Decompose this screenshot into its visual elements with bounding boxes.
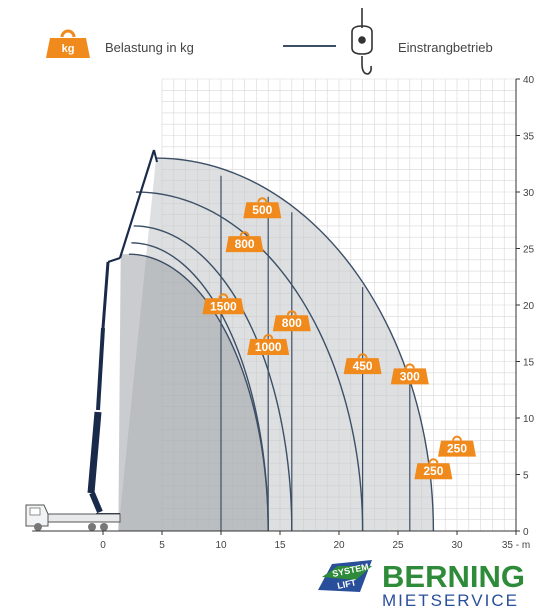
load-handle bbox=[218, 293, 229, 299]
y-tick-label: 0 bbox=[523, 527, 529, 538]
load-weight-icon bbox=[272, 315, 311, 332]
load-value: 800 bbox=[282, 316, 302, 330]
load-handle bbox=[357, 353, 368, 359]
load-label-500: 500 bbox=[243, 197, 282, 219]
load-weight-icon bbox=[225, 236, 264, 253]
x-tick-label: 5 bbox=[159, 540, 165, 551]
y-tick-label: 5 bbox=[523, 471, 529, 482]
legend-load-label: Belastung in kg bbox=[105, 40, 194, 55]
load-weight-icon bbox=[243, 202, 282, 219]
load-value: 450 bbox=[353, 359, 373, 373]
berning-logo: SYSTEM LIFT BERNING MIETSERVICE bbox=[318, 559, 525, 610]
y-tick-label: 35 bbox=[523, 132, 535, 143]
load-handle bbox=[452, 435, 462, 441]
load-weight-icon bbox=[438, 440, 476, 457]
x-tick-label: 0 bbox=[100, 540, 106, 551]
envelope-curve-1000 bbox=[131, 242, 269, 532]
load-value: 800 bbox=[235, 237, 255, 251]
envelope-curve-300 bbox=[156, 157, 435, 532]
envelope-curve-500 bbox=[136, 191, 364, 532]
load-label-450: 450 bbox=[343, 353, 382, 375]
reach-lines bbox=[220, 175, 411, 531]
load-value: 250 bbox=[447, 442, 467, 456]
load-handle bbox=[286, 310, 297, 316]
load-weight-icon bbox=[247, 338, 290, 355]
y-tick-label: 25 bbox=[523, 245, 535, 256]
load-weight-icon bbox=[343, 358, 382, 375]
x-tick-label: 25 bbox=[392, 540, 404, 551]
load-weight-icon bbox=[414, 463, 453, 480]
y-tick-label: 40 bbox=[523, 75, 535, 86]
load-curves bbox=[128, 157, 435, 532]
load-label-1500: 1500 bbox=[202, 293, 245, 315]
load-label-300: 300 bbox=[390, 363, 429, 385]
load-handle bbox=[428, 458, 439, 464]
y-tick-label: 30 bbox=[523, 188, 535, 199]
y-tick-label: 10 bbox=[523, 414, 535, 425]
load-weight-icon bbox=[202, 298, 245, 315]
x-tick-label: 15 bbox=[274, 540, 286, 551]
y-tick-label: 15 bbox=[523, 358, 535, 369]
legend-kg-badge: kg bbox=[62, 43, 75, 55]
load-label-800: 800 bbox=[225, 231, 264, 253]
load-value: 300 bbox=[400, 369, 420, 383]
legend-line-label: Einstrangbetrieb bbox=[398, 40, 493, 55]
badge-bottom-text: LIFT bbox=[336, 577, 357, 591]
brand-name: BERNING bbox=[382, 559, 525, 594]
legend-weight-icon: kg bbox=[46, 29, 90, 58]
load-label-800: 800 bbox=[272, 310, 311, 332]
load-label-1000: 1000 bbox=[247, 333, 290, 355]
truck-icon bbox=[25, 504, 121, 531]
system-lift-badge: SYSTEM LIFT bbox=[318, 560, 372, 592]
brand-subtitle: MIETSERVICE bbox=[382, 591, 519, 610]
load-handle bbox=[404, 363, 415, 369]
legend: kg Belastung in kg Einstrangbetrieb bbox=[46, 8, 493, 75]
envelope-curve-800 bbox=[133, 225, 293, 532]
x-tick-label: 35 - m bbox=[502, 540, 530, 551]
x-tick-label: 20 bbox=[333, 540, 345, 551]
load-value: 1000 bbox=[255, 340, 282, 354]
y-tick-label: 20 bbox=[523, 301, 535, 312]
load-handle bbox=[257, 197, 268, 203]
envelope-inner bbox=[118, 254, 269, 531]
load-handle bbox=[263, 333, 274, 340]
axes: 0 5 10 15 20 25 30 35 - m 0 5 10 15 20 25 30 35 40 bbox=[32, 75, 535, 551]
load-label-250: 250 bbox=[438, 435, 476, 457]
hook-icon bbox=[351, 8, 373, 75]
load-value: 250 bbox=[423, 464, 443, 478]
load-label-250: 250 bbox=[414, 458, 453, 480]
x-tick-label: 10 bbox=[215, 540, 227, 551]
load-weight-icon bbox=[390, 368, 429, 385]
x-tick-label: 30 bbox=[451, 540, 463, 551]
load-handle bbox=[239, 231, 250, 237]
load-value: 500 bbox=[252, 203, 272, 217]
load-value: 1500 bbox=[210, 299, 237, 313]
